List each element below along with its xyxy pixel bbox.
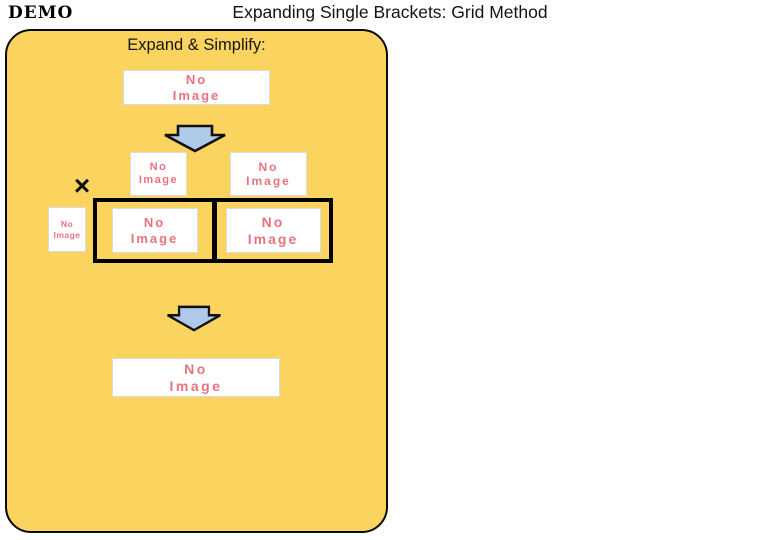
down-arrow-icon	[162, 124, 228, 153]
answer-image-placeholder: No Image	[112, 358, 280, 397]
multiply-symbol: ×	[73, 170, 91, 201]
placeholder-text-line1: No	[184, 360, 208, 377]
placeholder-text-line1: No	[143, 215, 166, 231]
grid-cell-placeholder-1: No Image	[111, 208, 198, 253]
placeholder-text-line2: Image	[172, 87, 221, 103]
grid-divider	[212, 202, 217, 259]
grid-cell-1: No Image	[97, 202, 212, 259]
down-arrow-icon	[165, 305, 223, 332]
placeholder-text-line1: No	[258, 159, 279, 174]
placeholder-text-line1: No	[261, 213, 285, 230]
placeholder-text-line2: Image	[130, 230, 179, 246]
placeholder-text-line2: Image	[53, 229, 81, 240]
placeholder-text-line2: Image	[247, 230, 299, 247]
grid-row-header-placeholder: No Image	[48, 207, 86, 252]
grid-column-header-placeholder-2: No Image	[230, 152, 307, 196]
demo-label: DEMO	[8, 3, 74, 23]
grid-cell-placeholder-2: No Image	[225, 208, 321, 253]
grid-table: No Image No Image	[93, 198, 333, 263]
placeholder-text-line2: Image	[138, 174, 179, 186]
panel-heading: Expand & Simplify:	[127, 36, 266, 54]
placeholder-text-line2: Image	[169, 377, 223, 394]
grid-cell-2: No Image	[217, 202, 329, 259]
worked-example-panel: Expand & Simplify: No Image × No Image N…	[5, 29, 388, 533]
placeholder-text-line1: No	[149, 161, 168, 174]
expression-image-placeholder: No Image	[123, 70, 270, 105]
slide-title: Expanding Single Brackets: Grid Method	[232, 2, 548, 22]
placeholder-text-line2: Image	[246, 174, 291, 188]
grid-column-header-placeholder-1: No Image	[130, 152, 187, 196]
placeholder-text-line1: No	[185, 72, 208, 88]
placeholder-text-line1: No	[60, 219, 74, 230]
